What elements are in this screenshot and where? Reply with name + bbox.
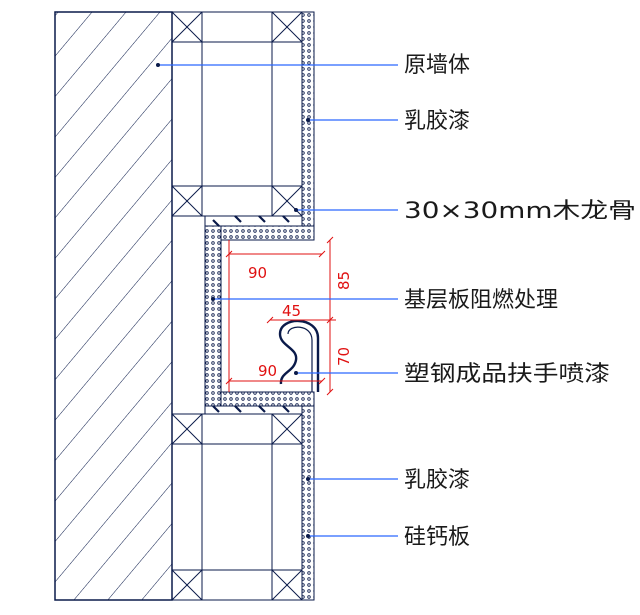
upper-keel-frame: [171, 11, 303, 217]
dimension-lines: [225, 236, 336, 396]
label-original-wall: 原墙体: [404, 53, 470, 78]
label-latex-paint-top: 乳胶漆: [404, 109, 470, 134]
dimension-texts: 90 85 45 70 90: [248, 264, 353, 380]
lower-keel-frame: [171, 413, 303, 601]
label-base-board: 基层板阻燃处理: [404, 288, 558, 313]
leader-dots: [156, 63, 310, 538]
handrail-profile: [278, 319, 320, 392]
label-wood-keel: 30×30mm木龙骨: [404, 199, 636, 224]
label-calcium-silicate-board: 硅钙板: [404, 525, 470, 550]
label-handrail: 塑钢成品扶手喷漆: [404, 362, 610, 387]
dim-handrail-width: 45: [282, 302, 301, 320]
leader-lines: [158, 64, 398, 537]
face-boards: [301, 11, 315, 601]
recess-base-board: [204, 215, 315, 415]
label-latex-paint-bottom: 乳胶漆: [404, 468, 470, 493]
dim-depth-lower: 90: [258, 362, 277, 380]
original-wall: [54, 11, 173, 601]
dim-height-lower: 70: [335, 347, 353, 366]
dim-depth-upper: 90: [248, 264, 267, 282]
dim-height-upper: 85: [335, 271, 353, 290]
